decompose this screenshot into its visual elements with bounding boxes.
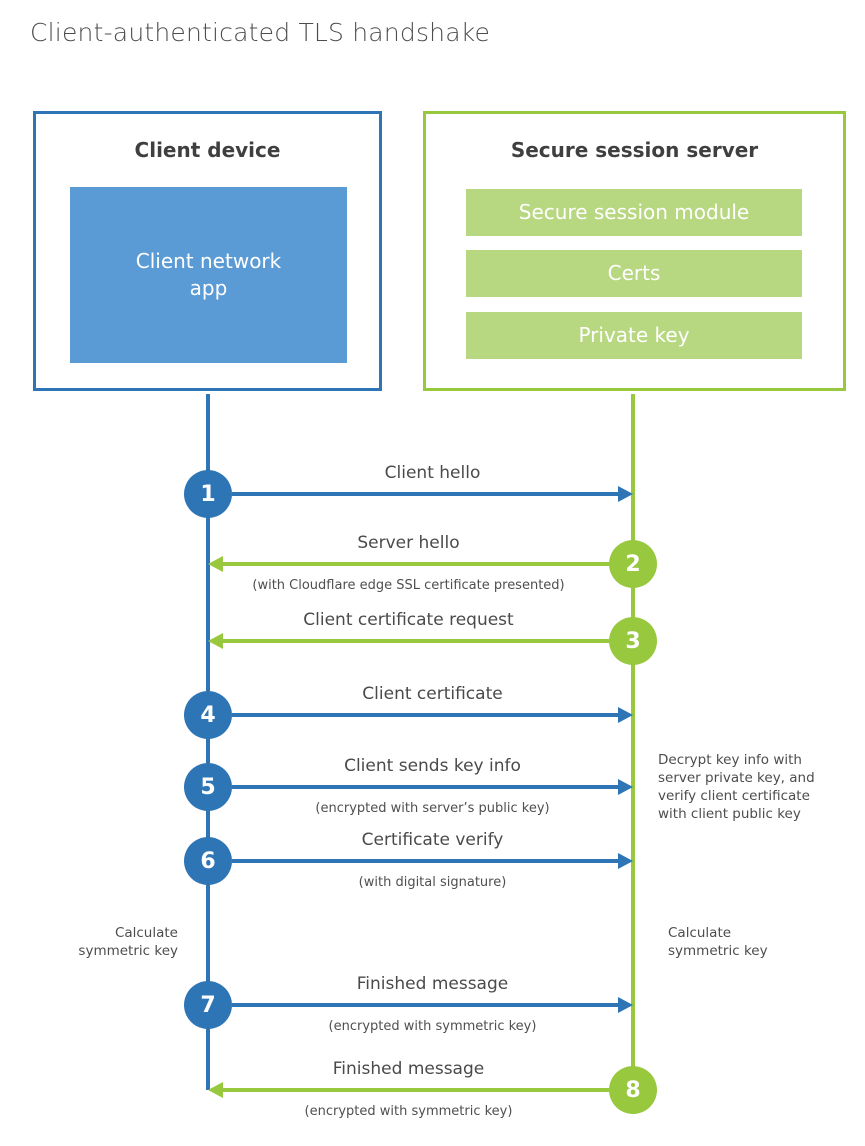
step-badge-1: 1	[184, 470, 232, 518]
client-lifeline	[206, 394, 210, 1090]
step-badge-4: 4	[184, 691, 232, 739]
server-module-private-key: Private key	[466, 312, 802, 359]
arrow-right-icon	[232, 853, 633, 869]
client-device-title: Client device	[134, 138, 281, 162]
message-label: Client certificate request	[303, 610, 514, 630]
step-badge-6: 6	[184, 837, 232, 885]
arrow-left-icon	[208, 556, 609, 572]
message-label: Client certificate	[362, 684, 503, 704]
message-label: Server hello	[357, 533, 460, 553]
message-label: Finished message	[356, 974, 509, 994]
server-module-secure-session: Secure session module	[466, 189, 802, 236]
arrow-right-icon	[232, 486, 633, 502]
message-finished-client: Finished message (encrypted with symmetr…	[232, 971, 633, 1034]
note-line: with client public key	[658, 806, 801, 822]
server-module-certs: Certs	[466, 250, 802, 297]
note-line: symmetric key	[78, 943, 178, 959]
client-network-app-box: Client network app	[70, 187, 347, 363]
server-title: Secure session server	[510, 138, 759, 162]
message-certificate-verify: Certificate verify (with digital signatu…	[232, 827, 633, 890]
server-lifeline	[631, 394, 635, 1094]
note-line: Decrypt key info with	[658, 752, 802, 768]
message-label: Finished message	[332, 1059, 485, 1079]
page-title: Client-authenticated TLS handshake	[30, 18, 491, 47]
secure-session-server-box: Secure session server Secure session mod…	[423, 111, 846, 391]
message-sublabel: (encrypted with symmetric key)	[304, 1104, 513, 1119]
message-client-certificate: Client certificate	[232, 681, 633, 723]
server-decrypt-note: Decrypt key info with server private key…	[658, 751, 838, 823]
arrow-right-icon	[232, 779, 633, 795]
step-badge-7: 7	[184, 981, 232, 1029]
message-label: Certificate verify	[361, 830, 504, 850]
arrow-left-icon	[208, 1082, 609, 1098]
note-line: Calculate	[668, 925, 732, 941]
note-line: verify client certificate	[658, 788, 810, 804]
step-badge-5: 5	[184, 763, 232, 811]
message-client-sends-key-info: Client sends key info (encrypted with se…	[232, 753, 633, 816]
message-sublabel: (with digital signature)	[358, 875, 507, 890]
note-line: server private key, and	[658, 770, 815, 786]
message-sublabel: (encrypted with server’s public key)	[315, 801, 550, 816]
message-server-hello: Server hello (with Cloudflare edge SSL c…	[208, 530, 609, 593]
step-badge-8: 8	[609, 1066, 657, 1114]
arrow-left-icon	[208, 633, 609, 649]
client-calculate-symmetric-key-note: Calculate symmetric key	[38, 924, 178, 960]
client-app-label-line2: app	[189, 276, 228, 300]
arrow-right-icon	[232, 707, 633, 723]
note-line: Calculate	[114, 925, 178, 941]
message-label: Client sends key info	[344, 756, 521, 776]
message-client-certificate-request: Client certificate request	[208, 607, 609, 649]
message-finished-server: Finished message (encrypted with symmetr…	[208, 1056, 609, 1119]
note-line: symmetric key	[668, 943, 768, 959]
arrow-right-icon	[232, 997, 633, 1013]
message-label: Client hello	[384, 463, 481, 483]
message-client-hello: Client hello	[232, 460, 633, 502]
step-badge-3: 3	[609, 617, 657, 665]
client-device-box: Client device Client network app	[33, 111, 382, 391]
server-calculate-symmetric-key-note: Calculate symmetric key	[668, 924, 808, 960]
message-sublabel: (encrypted with symmetric key)	[328, 1019, 537, 1034]
step-badge-2: 2	[609, 540, 657, 588]
client-app-label-line1: Client network	[135, 249, 282, 273]
message-sublabel: (with Cloudflare edge SSL certificate pr…	[252, 578, 565, 593]
